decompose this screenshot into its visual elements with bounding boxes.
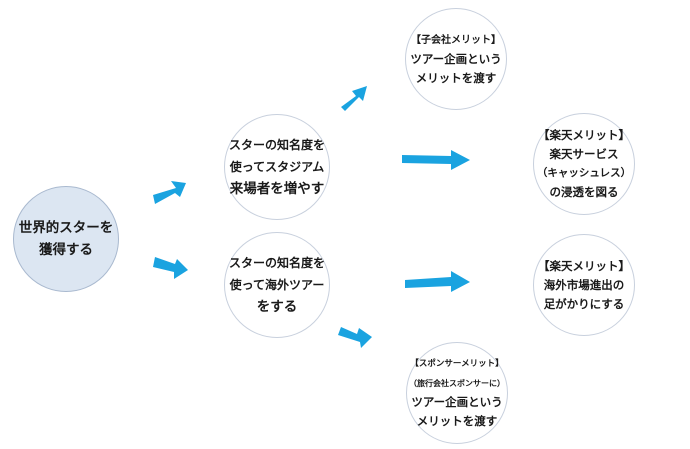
node-text: 【子会社メリット】	[411, 34, 501, 46]
node-text: （キャッシュレス）	[536, 167, 632, 179]
node-text: スターの知名度を	[228, 138, 325, 152]
node-text: 【楽天メリット】	[538, 128, 630, 142]
node-root-acquire-star: 世界的スターを 獲得する	[13, 186, 119, 292]
node-text: メリットを渡す	[416, 414, 498, 428]
node-text: 海外市場進出の	[543, 277, 625, 292]
node-text: 足がかりにする	[543, 296, 625, 311]
node-stadium-attendance: スターの知名度を 使ってスタジアム 来場者を増やす	[224, 114, 330, 220]
node-rakuten-merit-cashless: 【楽天メリット】 楽天サービス （キャッシュレス） の浸透を図る	[533, 113, 635, 215]
node-subsidiary-merit: 【子会社メリット】 ツアー企画という メリットを渡す	[405, 8, 507, 110]
node-text: 【楽天メリット】	[538, 258, 630, 273]
node-text: をする	[256, 299, 298, 315]
node-text: 使って海外ツアー	[229, 278, 325, 292]
arrow-overseas-to-rakuten	[405, 271, 470, 292]
node-text: メリットを渡す	[415, 70, 497, 85]
node-text: の浸透を図る	[549, 185, 619, 199]
node-text: 使ってスタジアム	[229, 160, 325, 174]
arrow-overseas-to-sponsor	[338, 327, 372, 348]
node-rakuten-merit-overseas: 【楽天メリット】 海外市場進出の 足がかりにする	[533, 234, 635, 336]
node-text: 世界的スターを	[18, 220, 114, 236]
node-sponsor-merit: 【スポンサーメリット】 （旅行会社スポンサーに） ツアー企画という メリットを渡…	[406, 342, 508, 444]
node-text: 獲得する	[39, 242, 93, 258]
node-text: ツアー企画という	[410, 51, 502, 66]
node-text: スターの知名度を	[228, 256, 325, 270]
node-overseas-tour: スターの知名度を 使って海外ツアー をする	[224, 232, 330, 338]
arrow-stadium-to-subsidiary	[341, 86, 367, 111]
arrow-stadium-to-cashless	[402, 150, 470, 170]
node-text: ツアー企画という	[411, 395, 503, 409]
node-text: 楽天サービス	[549, 147, 619, 161]
arrow-root-to-overseas	[153, 257, 188, 279]
node-text: 来場者を増やす	[229, 181, 325, 197]
node-text: （旅行会社スポンサーに）	[409, 379, 505, 388]
node-text: 【スポンサーメリット】	[410, 359, 504, 369]
arrow-root-to-stadium	[153, 181, 186, 204]
